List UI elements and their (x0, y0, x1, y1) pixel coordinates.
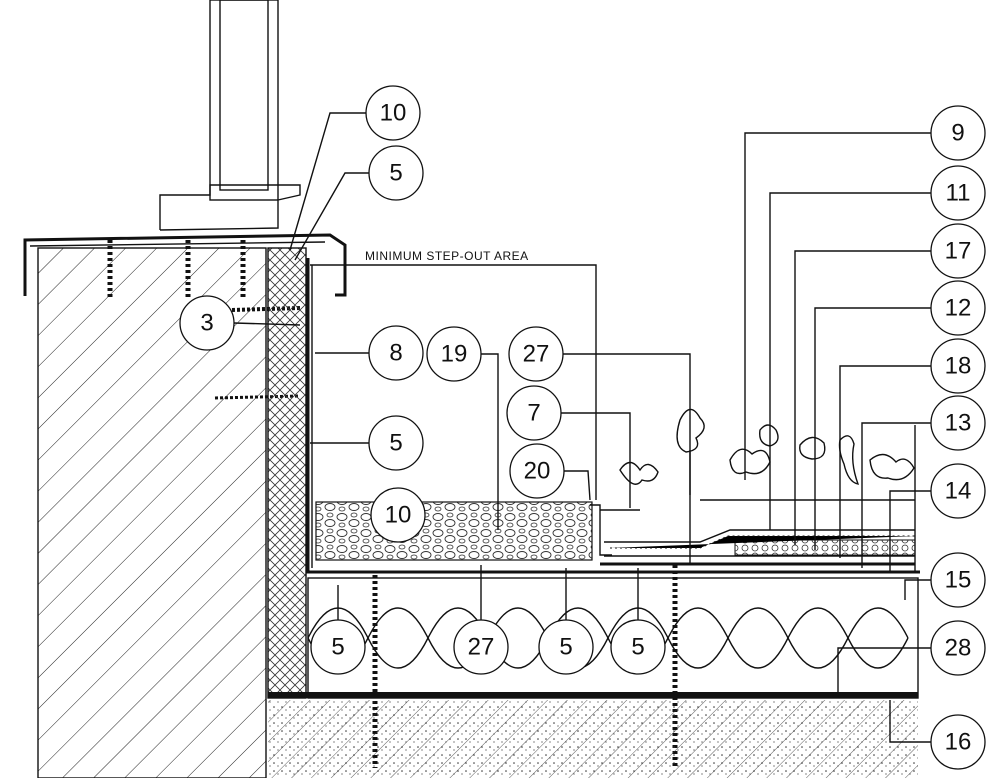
svg-text:14: 14 (945, 478, 972, 505)
callout-15: 15 (930, 552, 986, 608)
callout-20: 20 (509, 443, 565, 499)
svg-text:10: 10 (385, 502, 412, 529)
svg-text:10: 10 (380, 100, 407, 127)
window-frame (159, 0, 301, 231)
svg-text:28: 28 (945, 635, 972, 662)
step-out-area-note: MINIMUM STEP-OUT AREA (365, 249, 529, 263)
callout-5: 5 (538, 619, 594, 675)
svg-text:16: 16 (945, 729, 972, 756)
callouts: 10 5 3 8 19 27 7 5 20 10 9 11 17 12 18 1… (179, 85, 986, 770)
svg-text:5: 5 (389, 160, 402, 187)
svg-text:13: 13 (945, 410, 972, 437)
roof-insulation (268, 577, 919, 699)
svg-text:17: 17 (945, 238, 972, 265)
callout-5: 5 (310, 619, 366, 675)
callout-7: 7 (506, 385, 562, 441)
callout-17: 17 (930, 223, 986, 279)
callout-5: 5 (610, 619, 666, 675)
leader-lines (233, 112, 931, 743)
callout-9: 9 (930, 105, 986, 161)
callout-11: 11 (930, 165, 986, 221)
svg-text:12: 12 (945, 295, 972, 322)
svg-text:5: 5 (559, 634, 572, 661)
callout-19: 19 (426, 326, 482, 382)
svg-text:27: 27 (468, 634, 495, 661)
callout-3: 3 (179, 295, 235, 351)
svg-text:8: 8 (389, 340, 402, 367)
svg-text:15: 15 (945, 567, 972, 594)
callout-5: 5 (368, 145, 424, 201)
callout-27: 27 (508, 326, 564, 382)
svg-text:11: 11 (946, 180, 971, 207)
svg-text:5: 5 (331, 634, 344, 661)
svg-text:20: 20 (524, 458, 551, 485)
svg-text:3: 3 (200, 310, 213, 337)
upstand-insulation (267, 247, 920, 699)
callout-27: 27 (453, 619, 509, 675)
parapet-coping (23, 233, 347, 297)
green-roof-layers (600, 499, 916, 566)
callout-5: 5 (368, 415, 424, 471)
svg-text:27: 27 (523, 341, 550, 368)
svg-text:19: 19 (441, 341, 468, 368)
callout-12: 12 (930, 280, 986, 336)
callout-13: 13 (930, 395, 986, 451)
svg-text:18: 18 (945, 353, 972, 380)
callout-16: 16 (930, 714, 986, 770)
callout-28: 28 (930, 620, 986, 676)
concrete-deck (268, 700, 918, 778)
svg-text:5: 5 (631, 634, 644, 661)
callout-8: 8 (368, 325, 424, 381)
svg-text:9: 9 (951, 120, 964, 147)
callout-14: 14 (930, 463, 986, 519)
svg-text:5: 5 (389, 430, 402, 457)
callout-10: 10 (365, 85, 421, 141)
svg-text:7: 7 (527, 400, 540, 427)
callout-10: 10 (370, 487, 426, 543)
gravel-strip (315, 501, 640, 561)
callout-18: 18 (930, 338, 986, 394)
